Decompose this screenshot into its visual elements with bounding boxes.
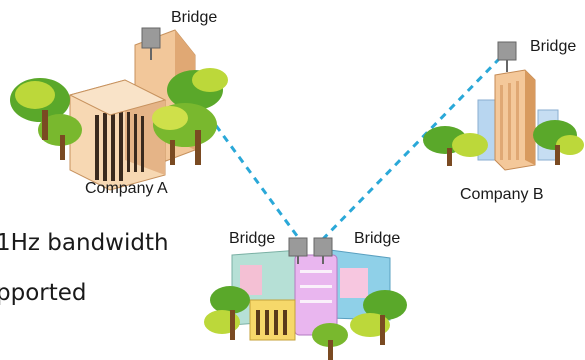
wireless-links xyxy=(160,51,502,242)
central-trees xyxy=(204,286,407,360)
company-a-label: Company A xyxy=(85,180,168,197)
bridge-label-center-right: Bridge xyxy=(354,230,401,247)
bandwidth-text: 1Hz bandwidth xyxy=(0,230,169,256)
bridge-label-a: Bridge xyxy=(171,9,218,26)
link-b-to-center xyxy=(320,56,502,242)
supported-text: pported xyxy=(0,280,87,306)
company-b-label: Company B xyxy=(460,186,544,203)
company-b-building xyxy=(477,69,559,171)
bridge-label-center-left: Bridge xyxy=(229,230,276,247)
bridge-device-center-left xyxy=(288,237,308,264)
company-b-trees xyxy=(423,120,584,166)
bridge-label-b: Bridge xyxy=(530,38,577,55)
bridge-device-center-right xyxy=(313,237,333,264)
company-a-trees xyxy=(10,68,228,165)
bridge-device-b xyxy=(497,41,517,72)
bridge-device-a xyxy=(141,27,161,60)
